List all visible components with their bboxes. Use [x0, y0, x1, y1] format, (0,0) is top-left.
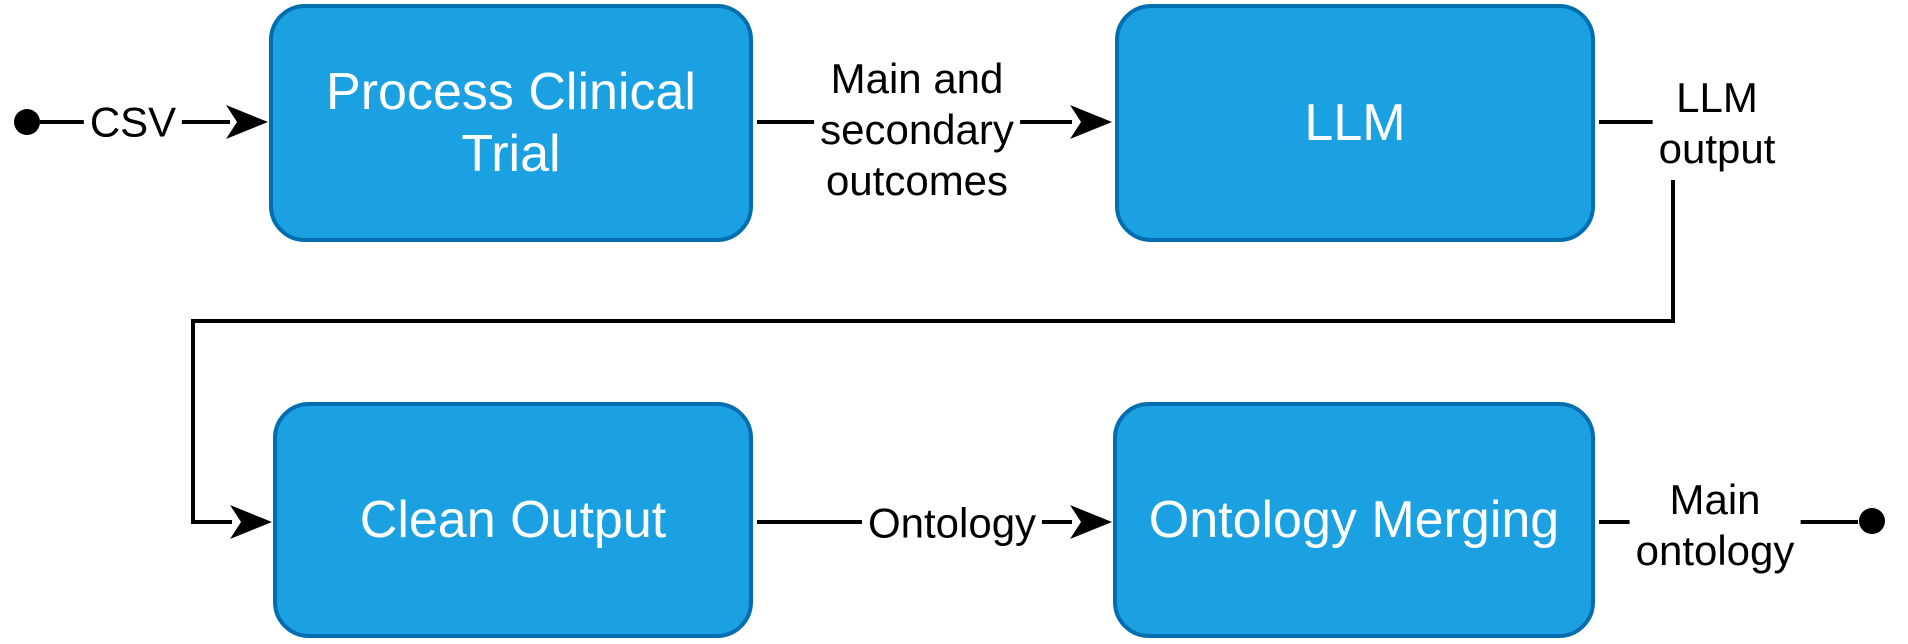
node-label: Ontology Merging — [1148, 490, 1560, 549]
arrowhead-icon — [1070, 505, 1112, 539]
start-terminal-dot — [14, 109, 40, 135]
edge-label-main-ontology: Main ontology — [1629, 473, 1801, 577]
node-clean-output: Clean Output — [273, 402, 753, 638]
edge-label-ontology: Ontology — [861, 497, 1043, 549]
node-label: Process Clinical Trial — [326, 62, 696, 183]
node-llm: LLM — [1115, 4, 1595, 242]
edge-label-main-and-secondary-outcomes: Main and secondary outcomes — [814, 53, 1020, 207]
edge-llm-to-clean-output — [191, 120, 1675, 539]
node-label: Clean Output — [359, 490, 667, 549]
arrowhead-icon — [226, 105, 268, 139]
arrowhead-icon — [1070, 105, 1112, 139]
node-process-clinical-trial: Process Clinical Trial — [269, 4, 753, 242]
edge-label-llm-output: LLM output — [1652, 71, 1782, 175]
edge-elbow-line — [191, 180, 1675, 524]
end-terminal-dot — [1859, 508, 1885, 534]
node-ontology-merging: Ontology Merging — [1113, 402, 1595, 638]
arrowhead-icon — [230, 505, 272, 539]
edge-label-csv: CSV — [83, 96, 183, 148]
node-label: LLM — [1304, 93, 1406, 152]
